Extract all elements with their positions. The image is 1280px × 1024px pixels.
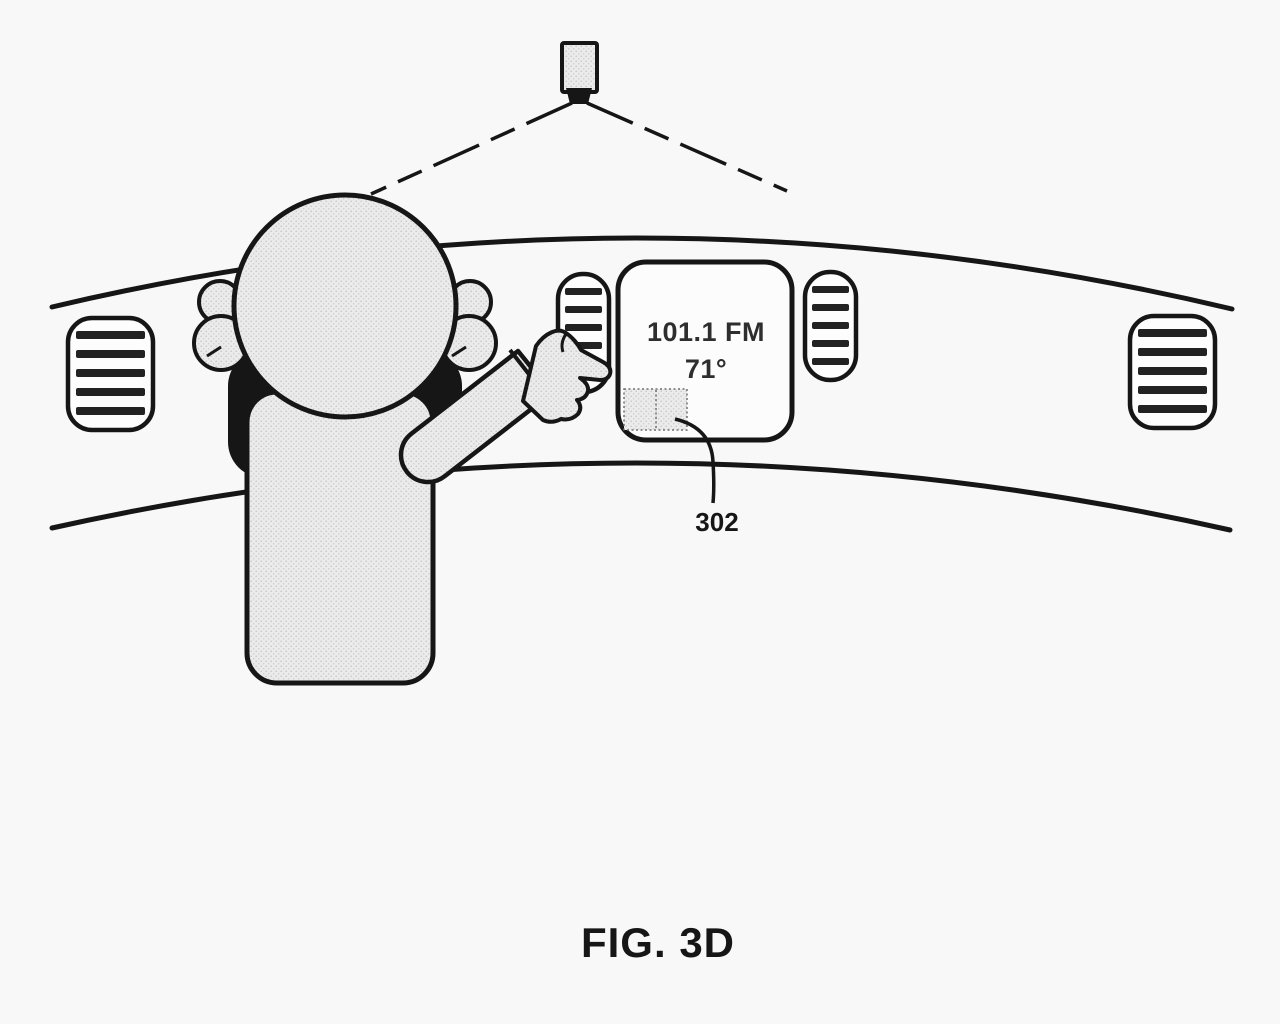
occupant-head xyxy=(231,192,459,420)
temperature-readout: 71° xyxy=(685,354,727,384)
camera-field-of-view-left xyxy=(370,101,573,196)
thumb-crease xyxy=(560,333,568,353)
occupant-arm xyxy=(398,348,555,485)
camera-icon xyxy=(560,41,599,104)
center-right-vent-icon xyxy=(802,269,859,383)
reference-leader-line xyxy=(674,417,716,504)
right-vent-icon xyxy=(1127,313,1218,431)
dashboard-screen: 101.1 FM 71° xyxy=(615,259,795,443)
reference-numeral-302: 302 xyxy=(695,507,738,537)
seat-back xyxy=(244,389,436,686)
camera-lens xyxy=(566,88,592,104)
dashboard-bottom-edge xyxy=(49,460,1233,533)
left-vent-icon xyxy=(65,315,156,433)
dashboard-top-edge xyxy=(49,235,1235,312)
figure-caption: FIG. 3D xyxy=(581,919,735,966)
screen-widget-302 xyxy=(623,388,688,431)
radio-station-readout: 101.1 FM xyxy=(647,317,765,347)
camera-field-of-view-right xyxy=(586,101,788,193)
occupant-pointing-hand xyxy=(521,328,613,424)
